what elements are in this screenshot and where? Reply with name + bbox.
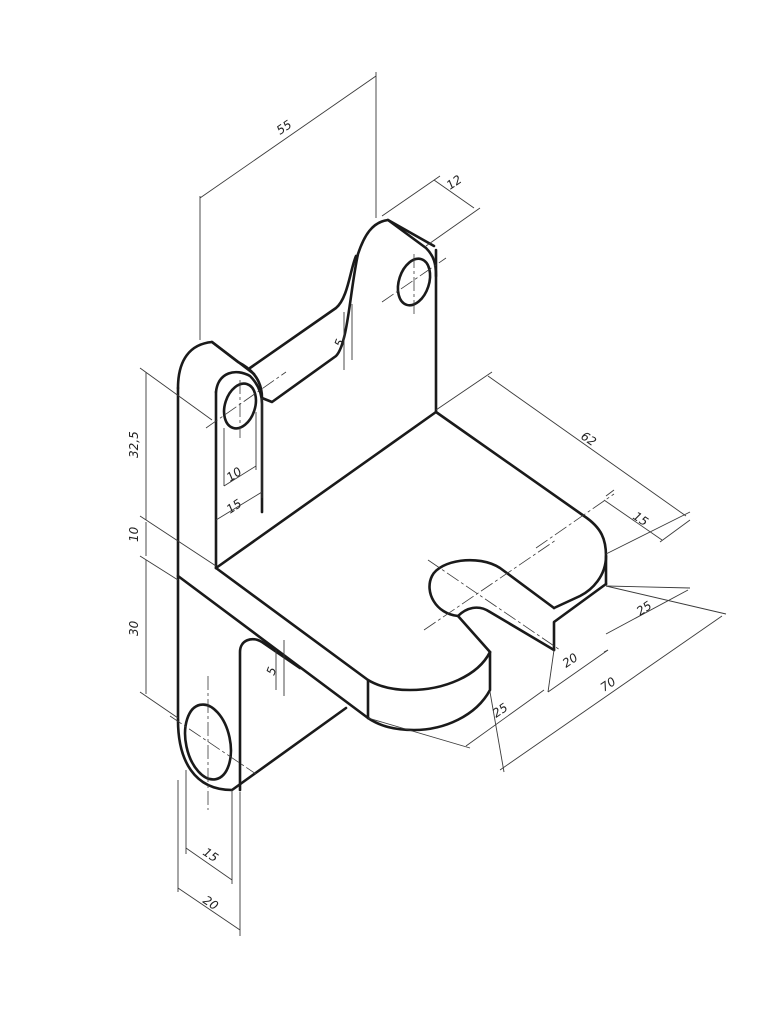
dim-25-bottom-label: 25: [490, 700, 510, 720]
upper-left-hole-centerline: [205, 371, 287, 429]
dim-15-bottom-label: 15: [200, 845, 220, 865]
lower-hole-centerline-h: [169, 715, 257, 775]
base-front-thickness: [176, 574, 492, 732]
upper-plate-rear-lip: [248, 254, 358, 370]
lower-leg-outline: [176, 706, 348, 792]
dim-30-label: 30: [127, 620, 141, 636]
dim-70-label: 70: [598, 674, 619, 694]
upper-left-hole: [222, 382, 258, 430]
dim-5-lower-label: 5: [264, 665, 280, 677]
base-inner-corner-edge: [214, 410, 438, 570]
dim-15-right-label: 15: [630, 509, 650, 529]
lower-leg-inner: [238, 638, 302, 792]
dim-20-bottom-label: 20: [200, 893, 221, 913]
base-right-end-face: [552, 582, 608, 652]
upper-plate-depth-edge-left: [210, 340, 256, 376]
center-lines: [169, 254, 615, 810]
slot-centerline: [427, 559, 561, 651]
base-right-end-top: [552, 554, 608, 610]
slot-centerline-long: [535, 493, 615, 549]
dim-10-hole-label: 10: [224, 464, 245, 484]
slot-centerline-cross: [423, 539, 557, 631]
base-slot-top: [428, 558, 556, 652]
dim-25-right-label: 25: [634, 598, 654, 618]
dim-10-left-label: 10: [127, 526, 141, 542]
lower-hole: [183, 703, 233, 781]
upper-right-hole-centerline: [381, 257, 447, 303]
dim-32-5-label: 32,5: [127, 431, 141, 458]
base-slot-inner: [456, 614, 492, 654]
upper-right-hole: [396, 257, 432, 307]
dimension-lines: [139, 72, 727, 936]
upper-plate-top-profile: [176, 218, 436, 404]
dimension-labels: 55 12 5 62 15 25 20 70 25 32,5 10 30 10 …: [127, 117, 654, 913]
dim-62-label: 62: [578, 429, 598, 449]
dim-20-right-label: 20: [560, 650, 581, 670]
dim-5-top-label: 5: [332, 337, 348, 349]
base-front-rounded-corner: [214, 566, 492, 692]
object-outline: [176, 218, 608, 792]
